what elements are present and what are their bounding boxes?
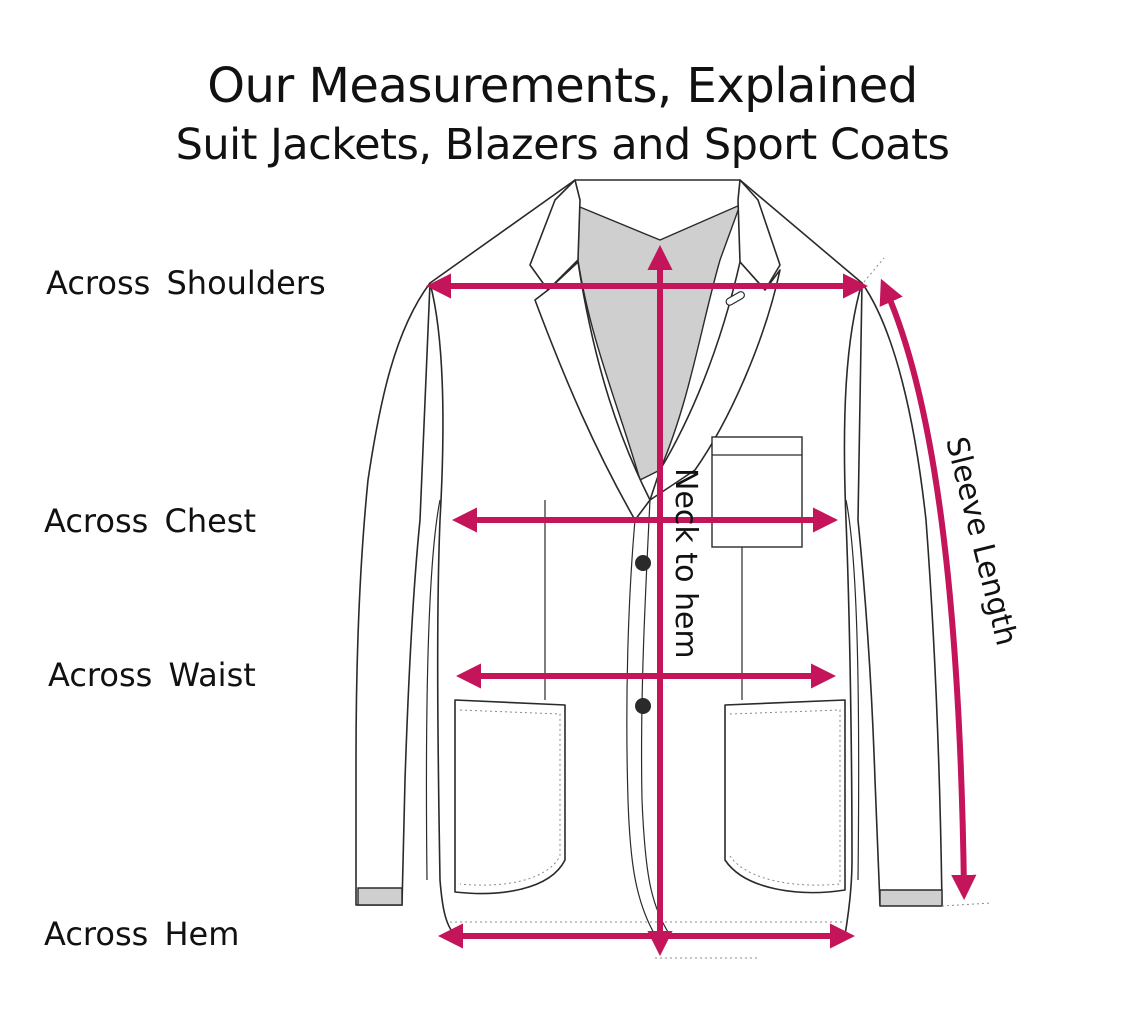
- left-pocket-stitch: [459, 709, 561, 886]
- left-sleeve: [355, 282, 431, 906]
- diagram-subtitle: Suit Jackets, Blazers and Sport Coats: [175, 120, 950, 170]
- button-bottom-icon: [635, 698, 651, 714]
- front-opening: [626, 519, 656, 936]
- left-patch-pocket: [454, 699, 566, 895]
- button-top-icon: [635, 555, 651, 571]
- right-side-seam: [845, 499, 860, 881]
- suit-jacket-icon: [355, 179, 943, 936]
- measurement-arrows: [425, 244, 991, 959]
- left-cuff-lining: [357, 887, 403, 906]
- right-cuff-lining: [879, 889, 943, 907]
- chest-pocket: [711, 436, 803, 548]
- label-across-shoulders: Across Shoulders: [46, 264, 326, 302]
- label-neck-to-hem: Neck to hem: [668, 468, 703, 659]
- right-sleeve: [857, 282, 943, 906]
- sleeve-start-marker: [863, 257, 885, 283]
- label-across-chest: Across Chest: [44, 502, 256, 540]
- label-across-hem: Across Hem: [44, 915, 240, 953]
- sleeve-end-marker: [941, 902, 991, 907]
- right-patch-pocket: [724, 699, 846, 894]
- arrow-sleeve-length: [879, 278, 977, 901]
- diagram-title: Our Measurements, Explained: [207, 58, 918, 114]
- left-side-seam: [425, 499, 441, 881]
- label-across-waist: Across Waist: [48, 656, 256, 694]
